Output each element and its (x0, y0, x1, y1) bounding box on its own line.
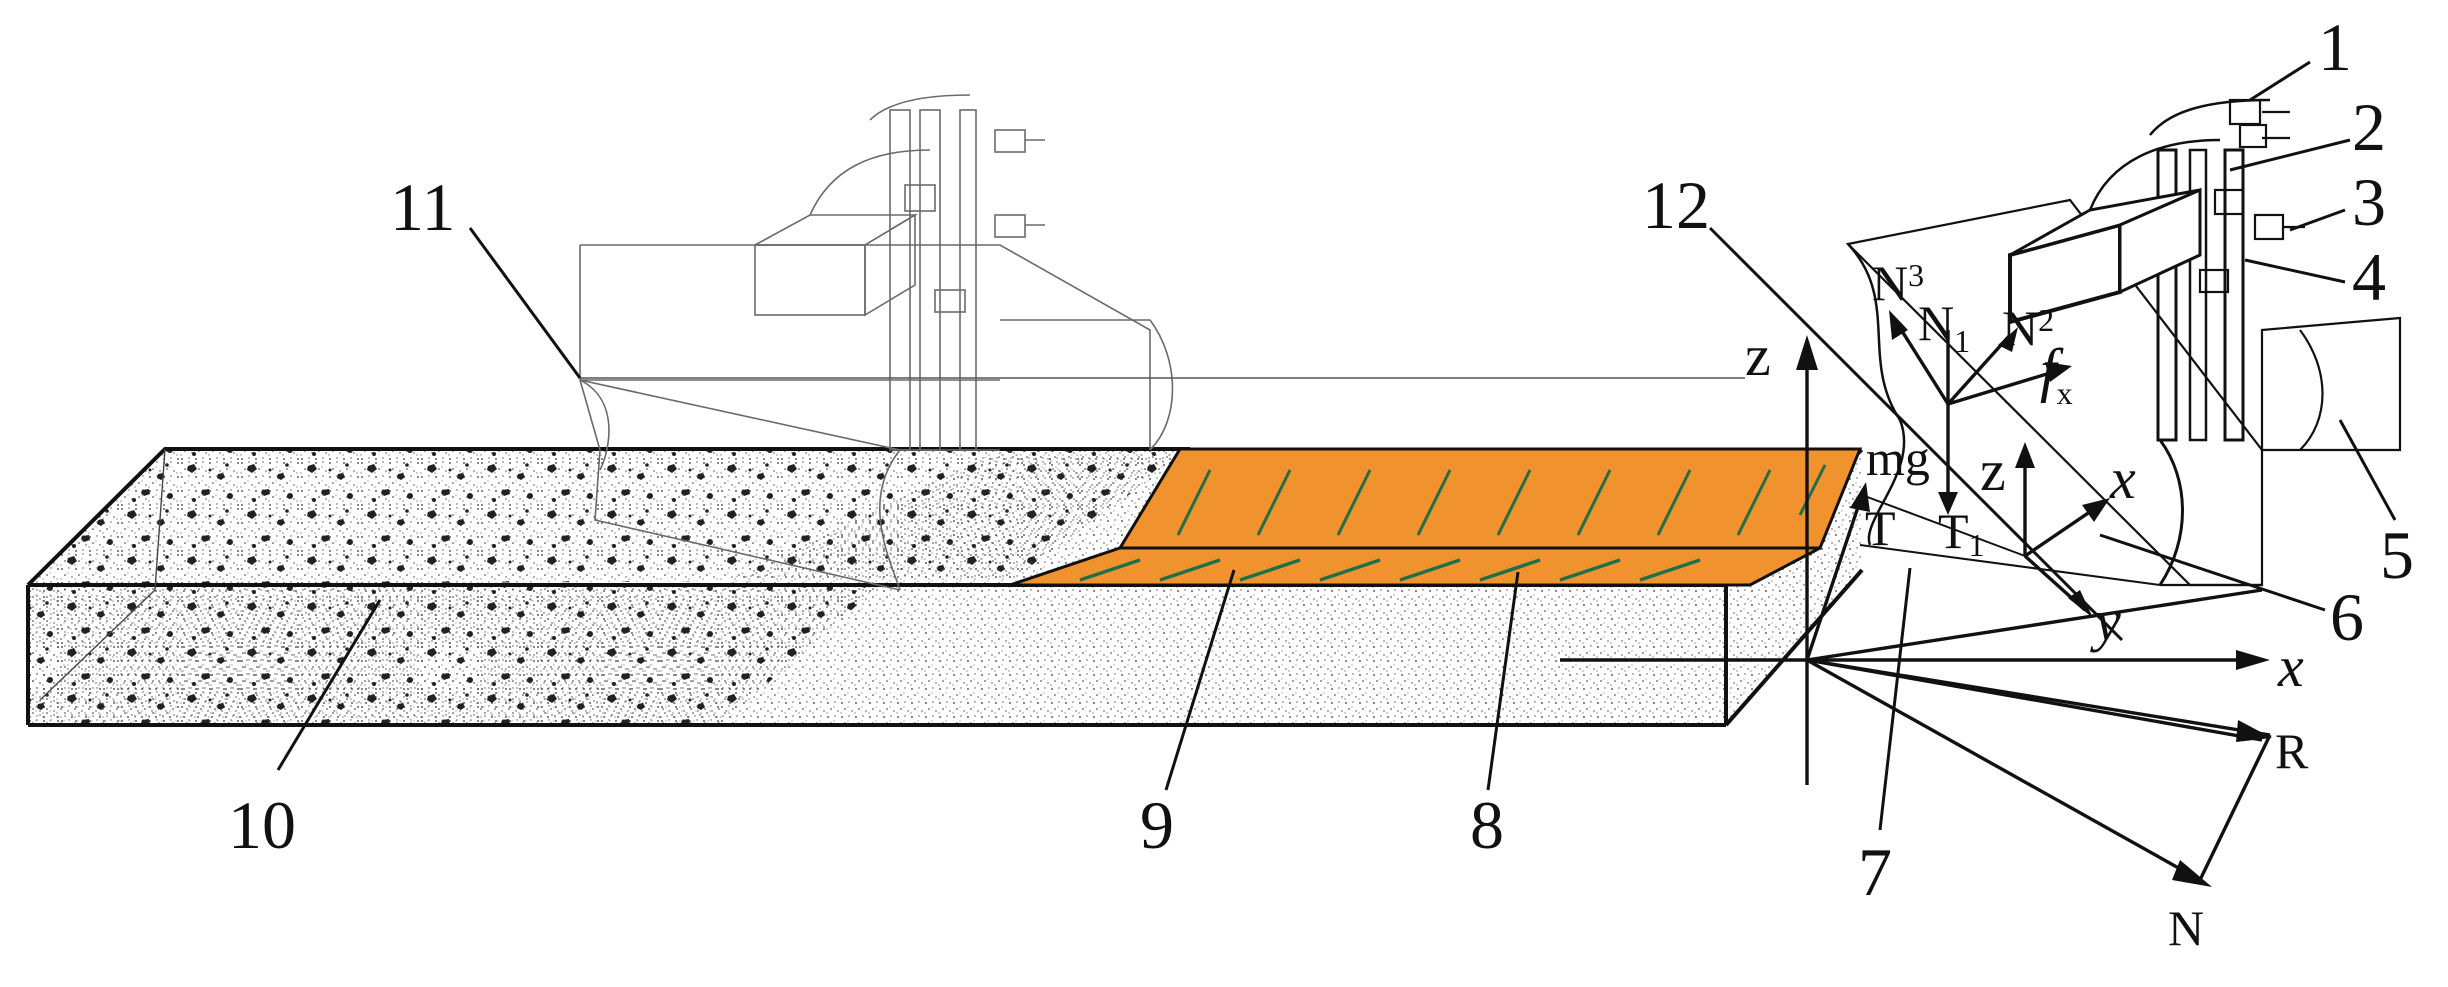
label-4: 4 (2352, 239, 2386, 315)
fx-vector (1947, 368, 2061, 406)
leader-4 (2244, 258, 2346, 284)
label-5: 5 (2380, 517, 2414, 593)
force-labels: N3 N1 N2 fx mg T T1 R N (1865, 255, 2309, 956)
ray-mid (1806, 658, 2263, 742)
frame-post-3 (2223, 148, 2245, 442)
T-vector (1805, 494, 1864, 661)
leader-3 (2289, 208, 2346, 232)
frame-post-1 (2156, 148, 2178, 442)
leader-lines (276, 60, 2397, 831)
leader-2 (2229, 138, 2351, 172)
fibre-strokes-upper (1176, 464, 1827, 536)
leader-9 (1164, 569, 1236, 791)
force-T: T (1865, 500, 1896, 556)
lower-orange-layer (1009, 546, 1821, 587)
force-T1: T1 (1938, 503, 1985, 563)
leader-7 (1878, 567, 1912, 831)
leader-5 (2338, 419, 2397, 521)
part-number-labels: 1 2 3 4 5 6 7 8 9 10 11 12 (228, 9, 2414, 910)
axis-labels: z x z x y (1745, 323, 2304, 699)
force-N1: N1 (1918, 295, 1970, 359)
force-N: N (2168, 900, 2204, 956)
N3-vector (1893, 319, 1950, 405)
slab-front-coarse (28, 585, 880, 725)
fibre-strokes-lower (1079, 558, 1701, 582)
label-2: 2 (2352, 89, 2386, 165)
leader-1 (2249, 60, 2311, 102)
axis-label-main-x: x (2277, 634, 2304, 699)
local-x-axis (2024, 503, 2101, 558)
wedge-body (1845, 198, 2264, 587)
label-8: 8 (1470, 787, 1504, 863)
leader-10 (276, 599, 382, 771)
leader-12 (1708, 226, 2124, 642)
label-9: 9 (1140, 787, 1174, 863)
orange-layer-group (1009, 447, 1863, 587)
label-3: 3 (2352, 164, 2386, 240)
T1-vector (1861, 494, 2026, 557)
label-7: 7 (1858, 834, 1892, 910)
main-z-arrowhead (1796, 335, 1818, 370)
curved-moldboard (2158, 439, 2184, 586)
force-mg: mg (1866, 430, 1930, 486)
axis-label-local-z: z (1980, 438, 2006, 503)
ray-to-N (1806, 658, 2201, 882)
label-10: 10 (228, 787, 296, 863)
frame-post-2 (2188, 148, 2208, 442)
leader-6 (2099, 533, 2326, 612)
force-diagram (1560, 310, 2272, 887)
axis-label-local-x: x (2109, 446, 2136, 511)
label-1: 1 (2318, 9, 2352, 85)
label-11: 11 (390, 169, 455, 245)
force-N2: N2 (2002, 300, 2054, 356)
main-x-arrowhead (2236, 650, 2270, 670)
ray-upper (1806, 588, 2263, 662)
label-6: 6 (2330, 579, 2364, 655)
active-implement (1845, 98, 2402, 587)
upper-orange-layer (1117, 447, 1863, 550)
square-beam-side (2118, 187, 2202, 295)
N2-vector (1946, 333, 2012, 406)
axis-label-main-z: z (1745, 323, 1771, 388)
force-R: R (2275, 723, 2309, 779)
previous-position-implement (579, 94, 1174, 591)
side-plate-5 (2260, 316, 2402, 452)
leader-8 (1486, 571, 1520, 791)
R-to-N (2198, 734, 2272, 881)
force-N3: N3 (1872, 255, 1924, 311)
leader-11 (468, 227, 582, 379)
label-12: 12 (1642, 167, 1710, 243)
axis-label-local-y: y (2090, 588, 2121, 653)
